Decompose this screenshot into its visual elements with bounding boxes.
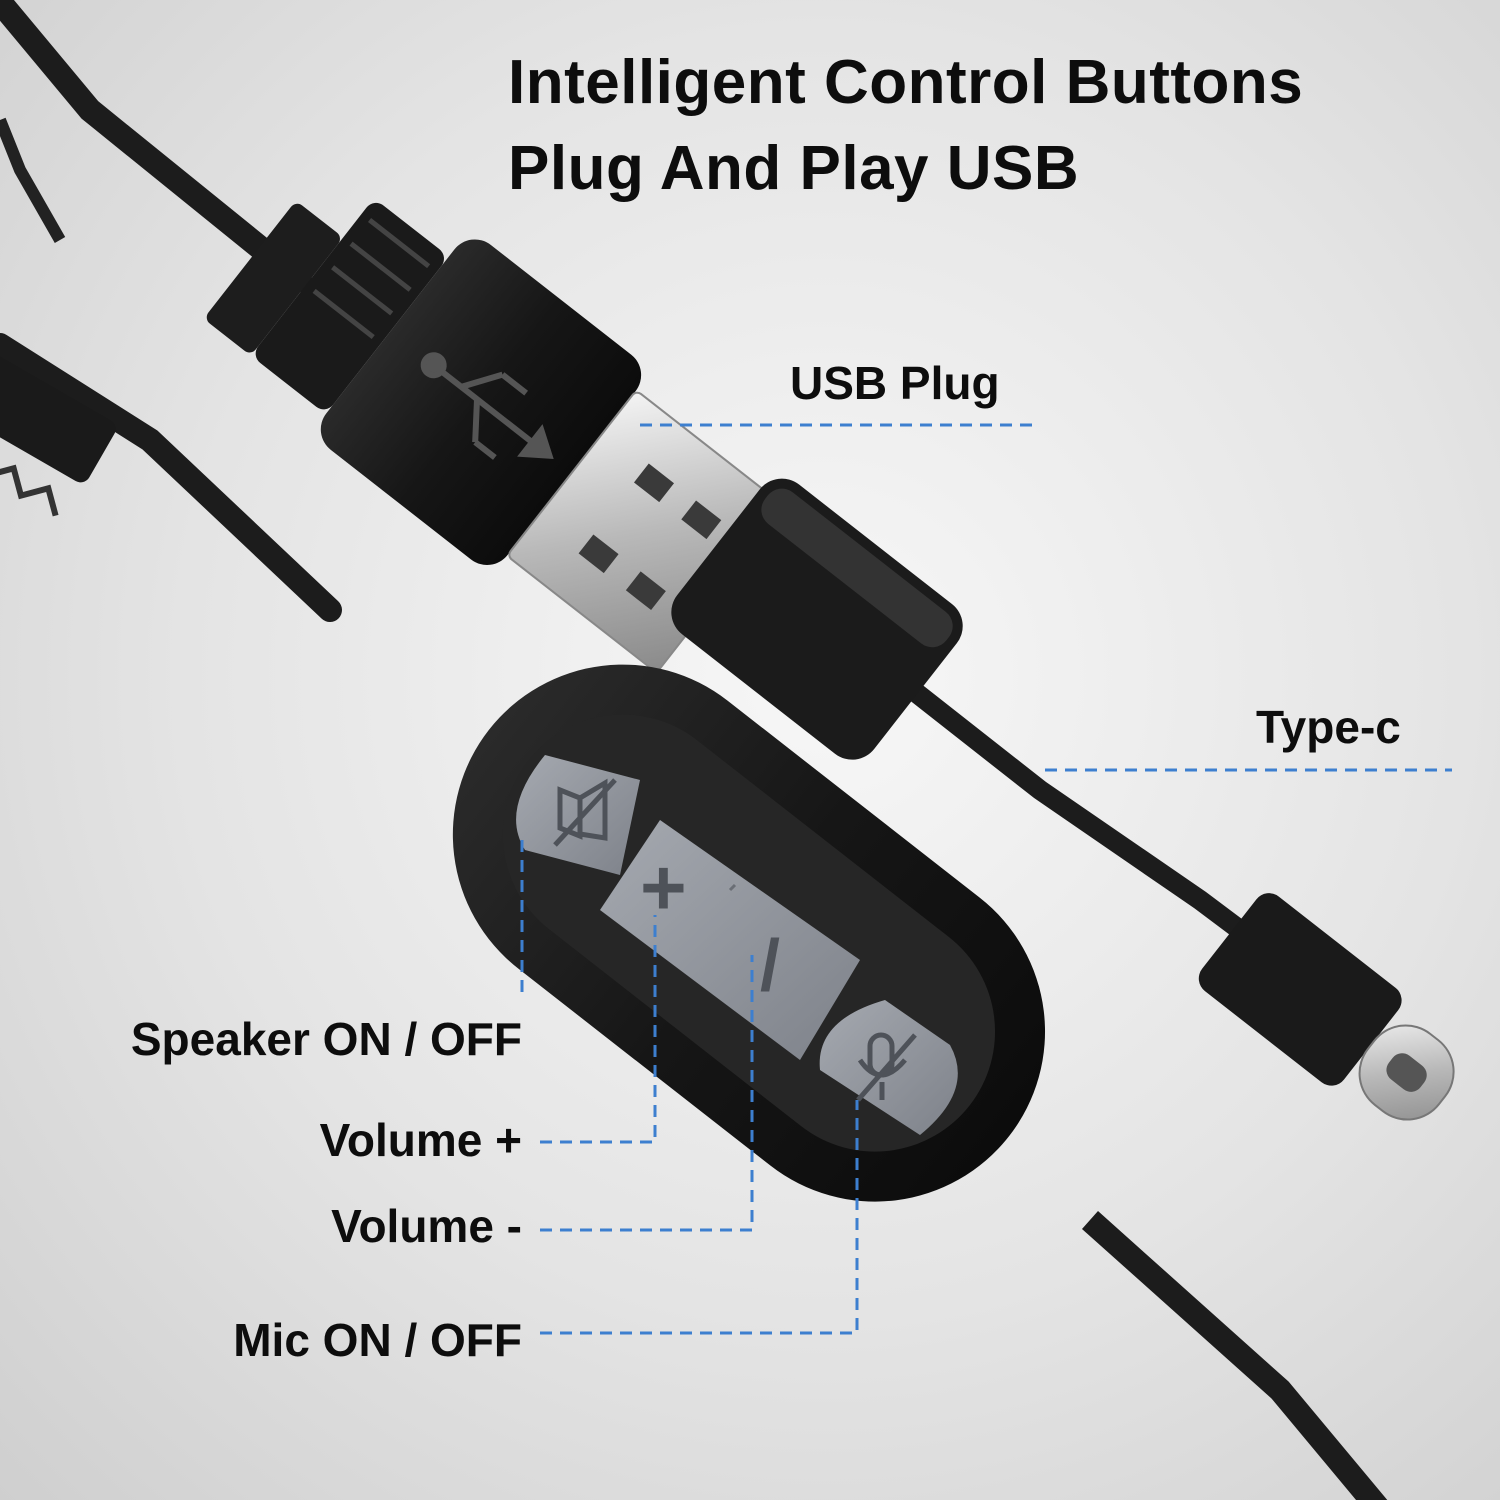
speaker-button[interactable] <box>516 755 640 875</box>
label-usb-plug: USB Plug <box>790 357 1000 409</box>
cable-typec <box>893 672 1246 938</box>
label-speaker-on-off: Speaker ON / OFF <box>130 1013 522 1065</box>
strain-relief-usb <box>255 202 444 410</box>
typec-adapter <box>671 478 963 760</box>
cable-clip <box>0 354 116 517</box>
label-volume-plus: Volume + <box>319 1114 522 1166</box>
volume-up-button[interactable]: + <box>640 843 687 932</box>
leader-lines <box>520 423 1452 1335</box>
label-mic-on-off: Mic ON / OFF <box>233 1314 522 1366</box>
mic-button[interactable] <box>819 1000 958 1135</box>
volume-down-icon: / <box>760 926 780 1006</box>
cable-left <box>0 333 342 622</box>
leader-volume-minus <box>540 955 754 1232</box>
speaker-mute-icon <box>553 778 617 847</box>
volume-up-icon: + <box>640 843 687 932</box>
cable-bottom <box>1081 1211 1388 1500</box>
leader-mic <box>540 1100 859 1335</box>
usb-plug <box>206 202 785 672</box>
leader-volume-plus <box>540 915 657 1144</box>
headline-line1: Intelligent Control Buttons <box>508 48 1304 117</box>
headline-line2: Plug And Play USB <box>508 134 1080 203</box>
usb-trident-icon <box>420 352 554 460</box>
typec-connector <box>1198 893 1455 1121</box>
label-type-c: Type-c <box>1256 701 1401 753</box>
volume-down-button[interactable]: / <box>760 926 780 1006</box>
volume-buttons <box>600 820 860 1060</box>
mic-mute-icon <box>856 1032 917 1102</box>
cable-top <box>0 0 312 292</box>
label-volume-minus: Volume - <box>331 1200 522 1252</box>
